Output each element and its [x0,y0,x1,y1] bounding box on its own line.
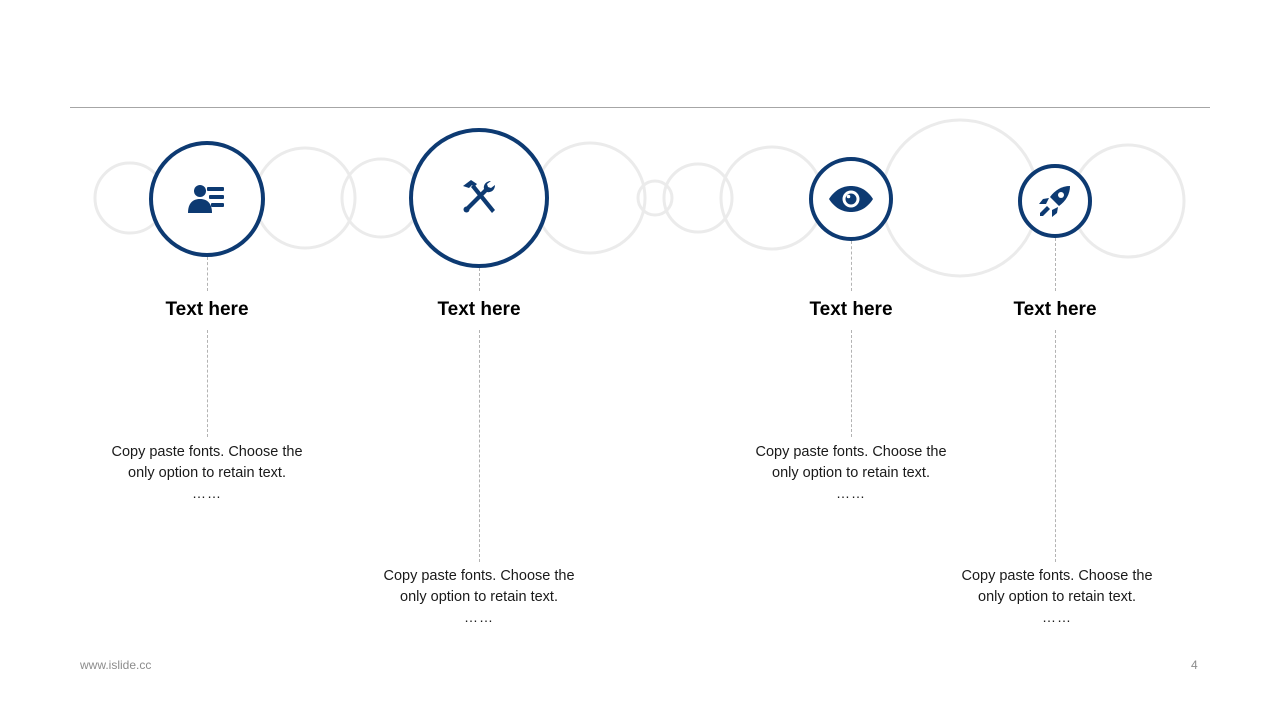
icon-circle-1 [149,141,265,257]
icon-circle-3 [809,157,893,241]
user-list-icon [188,185,224,213]
item-body-line1-3: Copy paste fonts. Choose the [755,444,947,460]
item-title-3: Text here [809,299,893,320]
connector-line-lower-1 [207,330,208,437]
item-body-line1-4: Copy paste fonts. Choose the [961,568,1153,584]
ghost-circle [719,145,825,251]
icon-circle-2 [409,128,549,268]
connector-line-lower-3 [851,330,852,437]
footer-website-link[interactable]: www.islide.cc [80,658,152,672]
top-divider-line [70,107,1210,108]
item-body-line2-3: only option to retain text. [772,465,930,481]
item-body-line2-4: only option to retain text. [978,589,1136,605]
ghost-circle [880,118,1040,278]
eye-icon [829,186,873,212]
item-body-line2-1: only option to retain text. [128,465,286,481]
item-body-line1-1: Copy paste fonts. Choose the [111,444,303,460]
connector-line-lower-2 [479,330,480,562]
item-title-4: Text here [1013,299,1097,320]
item-title-1: Text here [165,299,249,320]
ghost-circle [533,141,647,255]
item-body-line2-2: only option to retain text. [400,589,558,605]
item-title-2: Text here [437,299,521,320]
connector-line-upper-2 [479,268,480,291]
ghost-circle [253,146,357,250]
connector-line-upper-3 [851,241,852,291]
connector-line-upper-4 [1055,238,1056,291]
ghost-circle [662,162,734,234]
connector-line-upper-1 [207,257,208,291]
rocket-icon [1039,186,1070,217]
item-ellipsis-4: …… [1042,609,1072,625]
tools-icon [463,180,495,213]
item-ellipsis-3: …… [836,485,866,501]
item-ellipsis-1: …… [192,485,222,501]
page-number: 4 [1191,658,1198,672]
item-body-line1-2: Copy paste fonts. Choose the [383,568,575,584]
connector-line-lower-4 [1055,330,1056,562]
ghost-circle [636,179,674,217]
item-ellipsis-2: …… [464,609,494,625]
icon-circle-4 [1018,164,1092,238]
